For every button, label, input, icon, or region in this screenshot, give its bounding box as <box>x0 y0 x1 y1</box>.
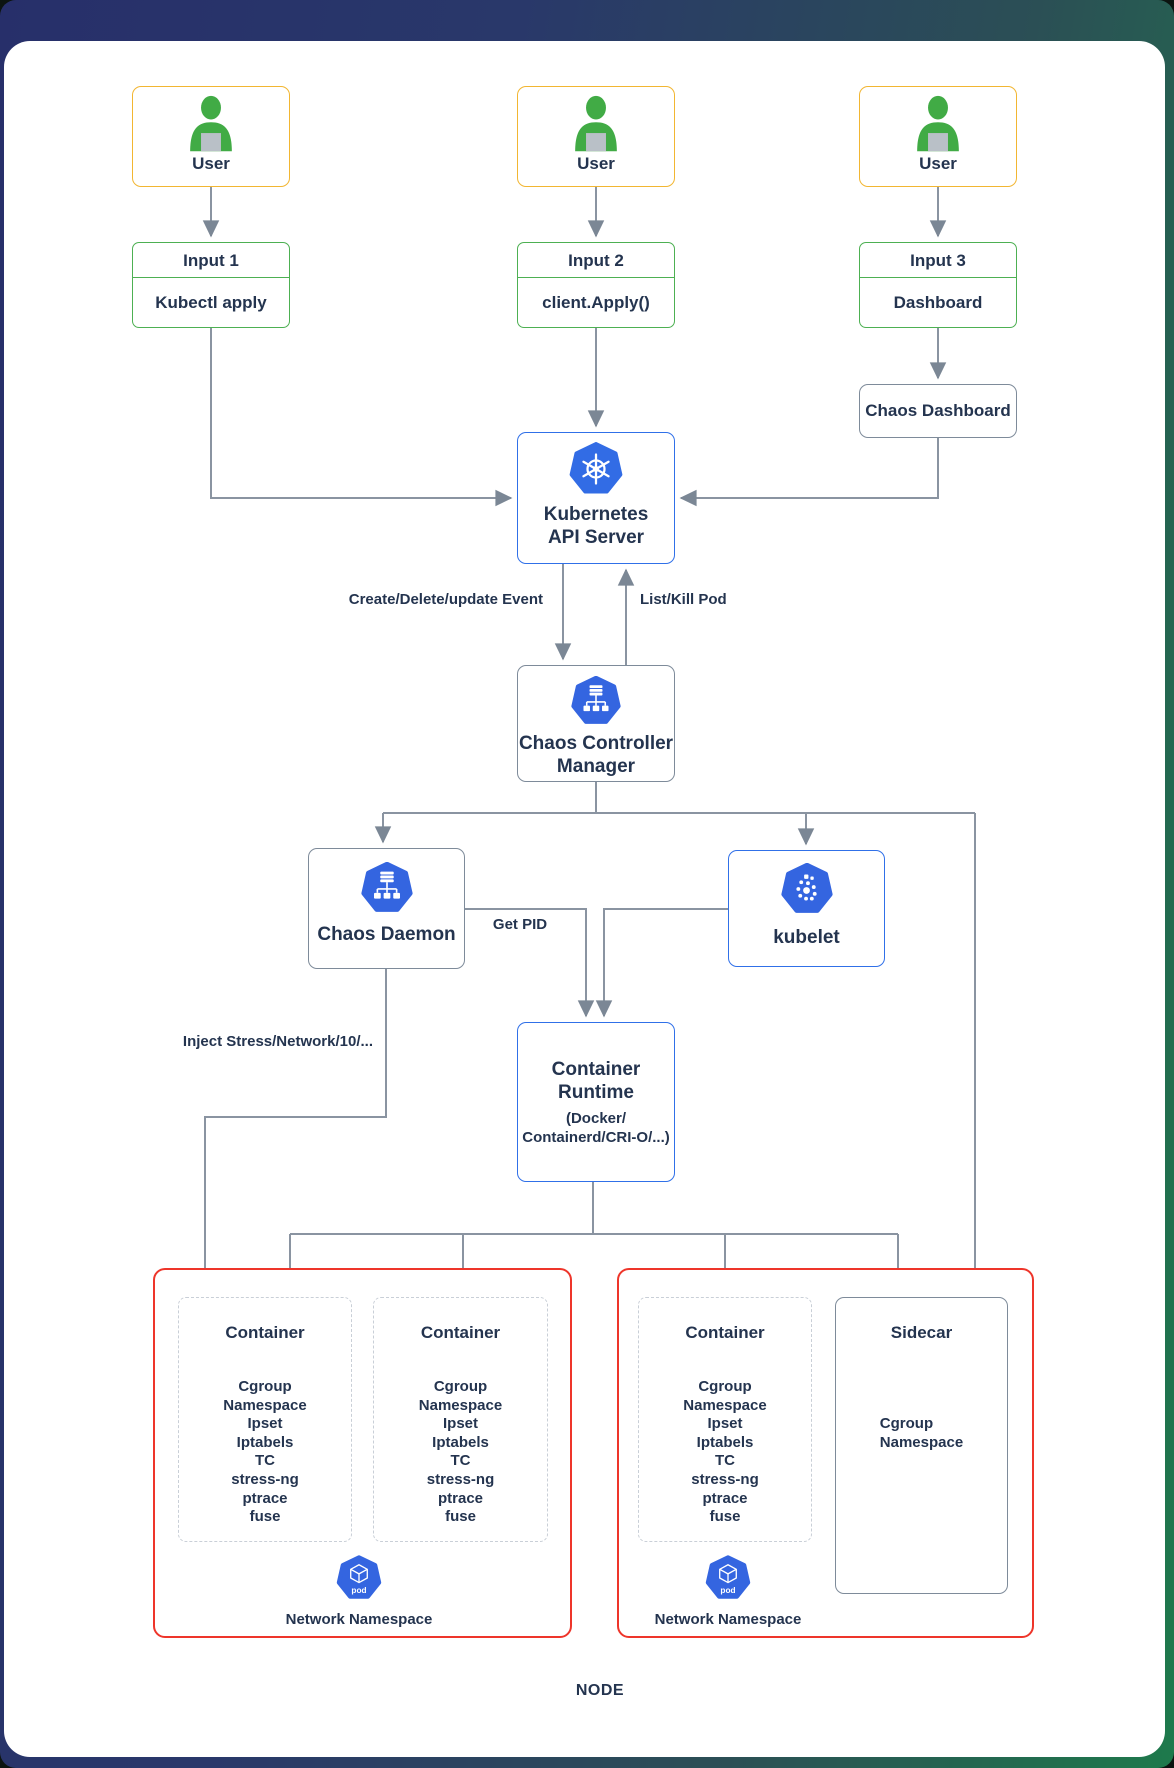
user-icon <box>575 95 617 152</box>
kubelet-label: kubelet <box>773 927 840 948</box>
input-value: Kubectl apply <box>155 292 267 312</box>
edge-chaosdashboard-apiserver <box>679 438 939 507</box>
edge-label-list-kill-pod: List/Kill Pod <box>640 591 727 608</box>
node-input-1: Input 1 Kubectl apply <box>132 242 290 328</box>
node-user-2: User <box>517 86 675 187</box>
list-item: fuse <box>445 1508 476 1526</box>
node-chaos-controller-manager: Chaos Controller Manager <box>517 665 675 782</box>
container-runtime-line2: Runtime <box>558 1081 634 1103</box>
edge-kubelet-runtime <box>595 908 728 1018</box>
list-item: stress-ng <box>691 1470 759 1488</box>
container-title: Container <box>225 1323 305 1342</box>
user-label: User <box>919 154 957 173</box>
chaos-daemon-label: Chaos Daemon <box>317 924 456 945</box>
container-title: Container <box>685 1323 765 1342</box>
list-item: Cgroup <box>433 1378 488 1395</box>
user-icon <box>917 95 959 152</box>
list-item: Cgroup <box>238 1378 292 1395</box>
list-item: fuse <box>249 1508 281 1526</box>
node-user-3: User <box>859 86 1017 187</box>
list-item: Iptabels <box>432 1433 489 1451</box>
api-server-line2: API Server <box>547 527 645 548</box>
list-item: Namespace <box>418 1396 503 1414</box>
node-chaos-daemon: Chaos Daemon <box>308 848 465 969</box>
input-title: Input 3 <box>860 243 1016 278</box>
edge-input1-apiserver <box>210 328 513 507</box>
input-title: Input 1 <box>133 243 289 278</box>
container-runtime-line3: (Docker/ <box>565 1109 627 1127</box>
svg-text:pod: pod <box>720 1586 735 1595</box>
kubernetes-icon <box>569 442 623 494</box>
user-label: User <box>577 154 615 173</box>
list-item: TC <box>715 1452 735 1470</box>
sidecar-title: Sidecar <box>890 1323 953 1342</box>
list-item: Cgroup <box>698 1378 752 1395</box>
pod-icon: pod <box>705 1555 751 1599</box>
list-item: stress-ng <box>426 1470 495 1488</box>
list-item: Iptabels <box>696 1433 754 1451</box>
node-input-3: Input 3 Dashboard <box>859 242 1017 328</box>
chaos-daemon-icon <box>360 862 413 912</box>
list-item: ptrace <box>437 1489 484 1507</box>
container-runtime-line4: Containerd/CRI-O/...) <box>522 1128 670 1146</box>
node-kubelet: kubelet <box>728 850 885 967</box>
edge-label-create-delete-update: Create/Delete/update Event <box>348 591 543 608</box>
controller-manager-line2: Manager <box>556 756 636 777</box>
input-title: Input 2 <box>518 243 674 278</box>
node-caption: NODE <box>575 1682 625 1699</box>
api-server-line1: Kubernetes <box>543 504 649 525</box>
list-item: Namespace <box>683 1396 767 1414</box>
list-item: ptrace <box>242 1489 288 1507</box>
controller-manager-line1: Chaos Controller <box>518 733 674 754</box>
chaos-dashboard-label: Chaos Dashboard <box>865 401 1011 420</box>
input-value: Dashboard <box>893 292 983 312</box>
node-chaos-dashboard: Chaos Dashboard <box>859 384 1017 438</box>
svg-text:pod: pod <box>351 1586 366 1595</box>
edge-chaosdaemon-runtime <box>465 908 595 1018</box>
list-item: Iptabels <box>236 1433 294 1451</box>
node-container-runtime: Container Runtime (Docker/ Containerd/CR… <box>517 1022 675 1182</box>
list-item: TC <box>450 1452 471 1470</box>
user-label: User <box>192 154 230 173</box>
list-item: Ipset <box>247 1415 283 1433</box>
edge-chaosdaemon-container1 <box>196 969 387 1289</box>
list-item: Ipset <box>442 1415 478 1433</box>
controller-manager-icon <box>571 676 621 724</box>
kubelet-icon <box>780 863 833 913</box>
list-item: Namespace <box>223 1396 307 1414</box>
user-icon <box>190 95 232 152</box>
pod-icon: pod <box>336 1555 382 1599</box>
list-item: Ipset <box>707 1415 743 1433</box>
container-runtime-line1: Container <box>551 1058 641 1080</box>
container-title: Container <box>420 1323 501 1342</box>
network-namespace-label: Network Namespace <box>654 1611 802 1628</box>
list-item: stress-ng <box>231 1470 299 1488</box>
input-value: client.Apply() <box>542 292 650 312</box>
list-item: fuse <box>709 1508 741 1526</box>
list-item: ptrace <box>702 1489 748 1507</box>
list-item: Cgroup <box>879 1415 934 1432</box>
list-item: Namespace <box>879 1434 964 1451</box>
node-input-2: Input 2 client.Apply() <box>517 242 675 328</box>
node-user-1: User <box>132 86 290 187</box>
list-item: TC <box>255 1452 275 1470</box>
edge-label-inject-stress: Inject Stress/Network/10/... <box>182 1033 373 1050</box>
network-namespace-label: Network Namespace <box>285 1611 433 1628</box>
node-kubernetes-api-server: Kubernetes API Server <box>517 432 675 564</box>
edge-label-get-pid: Get PID <box>492 916 548 933</box>
